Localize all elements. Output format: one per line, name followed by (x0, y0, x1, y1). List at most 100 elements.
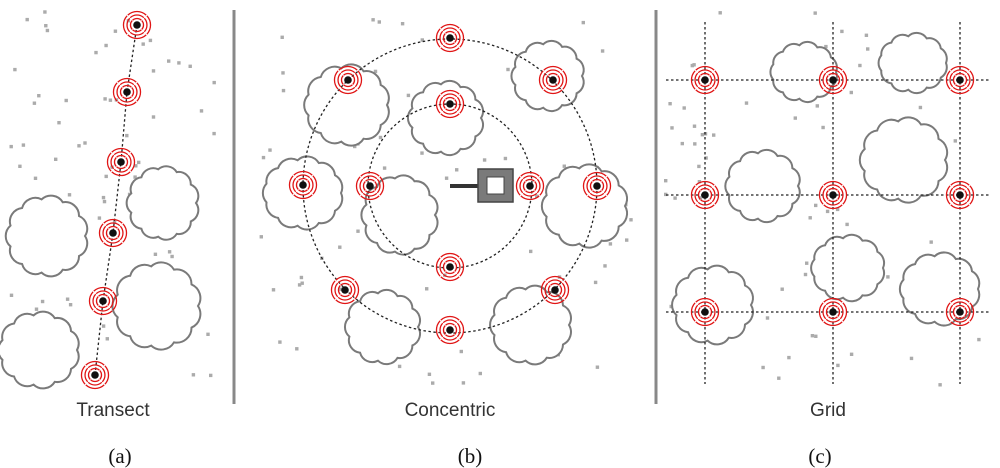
scatter-dot (13, 67, 17, 72)
sensor-node-icon (945, 65, 975, 95)
scatter-dot (97, 216, 102, 220)
sensor-node-icon (88, 286, 118, 316)
panel-label-concentric: Concentric (405, 400, 496, 421)
scatter-dot (18, 164, 22, 168)
panel-label-grid: Grid (810, 400, 846, 421)
sensor-node-icon (538, 65, 568, 95)
scatter-dot (9, 144, 13, 149)
scatter-dot (603, 264, 607, 268)
scatter-dot (153, 252, 158, 256)
sensor-node-icon (515, 171, 545, 201)
scatter-dot (378, 135, 383, 140)
scatter-dot (793, 116, 797, 120)
sensor-node-icon (690, 65, 720, 95)
scatter-dot (680, 141, 684, 146)
scatter-dot (814, 203, 818, 208)
cloud-icon (406, 79, 484, 157)
scatter-dot (670, 126, 674, 130)
scatter-dot (805, 261, 809, 265)
cloud-icon (125, 165, 200, 241)
cloud-icon (4, 194, 89, 278)
scatter-dot (338, 245, 342, 249)
scatter-dot (562, 164, 566, 168)
scatter-dot (929, 240, 933, 244)
scatter-dot (765, 316, 770, 320)
scatter-dot (690, 63, 694, 68)
scatter-dot (191, 373, 196, 377)
scatter-dot (57, 121, 61, 125)
scatter-dot (814, 334, 818, 338)
scatter-dot (593, 280, 598, 285)
sensor-node-icon (945, 180, 975, 210)
scatter-dot (101, 195, 106, 200)
scatter-dot (188, 64, 192, 68)
scatter-dot (697, 164, 701, 169)
scatter-dot (849, 352, 854, 356)
scatter-dot (104, 43, 108, 48)
scatter-dot (821, 125, 825, 130)
scatter-dot (808, 216, 812, 220)
cloud-icon (540, 163, 629, 249)
cloud-icon (858, 116, 949, 204)
sensor-node-icon (818, 180, 848, 210)
scatter-dot (105, 337, 109, 341)
scatter-dot (506, 67, 510, 72)
cloud-icon (898, 251, 981, 327)
scatter-dot (698, 196, 703, 200)
cloud-icon (343, 288, 421, 366)
scatter-dot (103, 97, 107, 101)
transect-route (94, 24, 138, 376)
scatter-dot (455, 168, 459, 172)
scatter-dot (167, 59, 171, 63)
scatter-dot (761, 365, 765, 370)
scatter-dot (625, 238, 629, 242)
scatter-dot (845, 222, 849, 227)
scatter-dot (836, 363, 840, 368)
scatter-dot (199, 109, 204, 113)
scatter-dot (151, 115, 156, 119)
scatter-dot (693, 142, 697, 146)
scatter-dot (167, 250, 172, 254)
scatter-dot (44, 24, 48, 28)
panel-caption-b: (b) (458, 444, 483, 468)
sensor-node-icon (112, 77, 142, 107)
sensor-node-icon (106, 147, 136, 177)
scatter-dot (420, 151, 424, 155)
scatter-dot (813, 11, 817, 15)
scatter-dot (37, 94, 41, 98)
scatter-dot (918, 105, 923, 110)
scatter-dot (482, 158, 487, 162)
scatter-dot (692, 63, 696, 67)
scatter-dot (427, 372, 432, 376)
scatter-dot (803, 272, 808, 277)
scatter-dot (864, 33, 869, 37)
scatter-dot (459, 349, 463, 354)
scatter-dot (425, 287, 429, 291)
scatter-dot (461, 381, 466, 385)
scatter-dot (356, 229, 360, 233)
scatter-dot (34, 307, 39, 311)
scatter-dot (281, 88, 286, 93)
scatter-dot (151, 69, 156, 73)
scatter-dot (94, 50, 98, 55)
scatter-dot (259, 235, 263, 239)
scatter-dot (777, 376, 781, 380)
scatter-dot (692, 124, 697, 128)
scatter-dot (32, 101, 37, 105)
scatter-dot (866, 47, 870, 51)
scatter-dot (664, 179, 668, 183)
sensor-node-icon (355, 171, 385, 201)
scatter-dot (664, 192, 668, 197)
sensor-node-icon (333, 65, 363, 95)
sensor-node-icon (122, 10, 152, 40)
scatter-dot (212, 131, 216, 136)
scatter-dot (339, 287, 343, 291)
scatter-dot (65, 297, 70, 301)
scatter-dot (112, 220, 117, 224)
scatter-dot (529, 249, 533, 254)
sensor-node-icon (80, 360, 110, 390)
scatter-dot (815, 104, 819, 108)
scatter-dot (212, 80, 216, 85)
cloud-icon (877, 31, 948, 95)
scatter-dot (268, 148, 272, 152)
